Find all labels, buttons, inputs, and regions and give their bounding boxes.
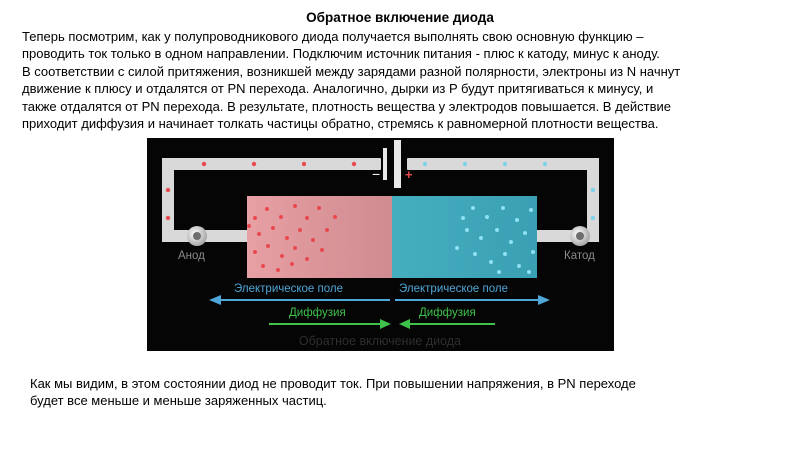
diagram-caption: Обратное включение диода [299,334,461,348]
intro-line: Теперь посмотрим, как у полупроводниково… [22,29,644,44]
conclusion-line: Как мы видим, в этом состоянии диод не п… [30,376,636,391]
slide-title: Обратное включение диода [306,10,494,25]
diffusion-label-right: Диффузия [419,307,476,319]
field-label-right: Электрическое поле [399,283,508,295]
intro-paragraph: Теперь посмотрим, как у полупроводниково… [22,28,782,132]
conclusion-line: будет все меньше и меньше заряженных час… [30,393,327,409]
minus-sign: − [372,166,380,182]
diffusion-arrows: Диффузия Диффузия [269,307,495,329]
p-region-holes [247,204,337,272]
diffusion-label-left: Диффузия [289,307,346,319]
plus-sign: + [405,167,413,182]
intro-line: приходит диффузия и начинает толкать час… [22,116,659,132]
battery: − + [372,140,413,188]
conclusion-paragraph: Как мы видим, в этом состоянии диод не п… [30,375,770,410]
electric-field-arrows: Электрическое поле Электрическое поле [209,283,550,305]
anode-label: Анод [178,250,205,262]
field-label-left: Электрическое поле [234,283,343,295]
intro-line: В соответствии с силой притяжения, возни… [22,63,681,79]
intro-line: движение к плюсу и отдалятся от PN перех… [22,81,654,97]
wire-electrons [422,161,596,221]
n-region [392,196,537,278]
diagram-canvas: − + [162,140,599,348]
cathode-label: Катод [564,250,595,262]
n-region-electrons [455,206,535,274]
intro-line: проводить ток только в одном направлении… [22,46,660,62]
reverse-bias-diagram: − + [147,138,614,351]
wire-holes [165,161,357,221]
intro-line: также отдалятся от PN перехода. В резуль… [22,98,672,114]
